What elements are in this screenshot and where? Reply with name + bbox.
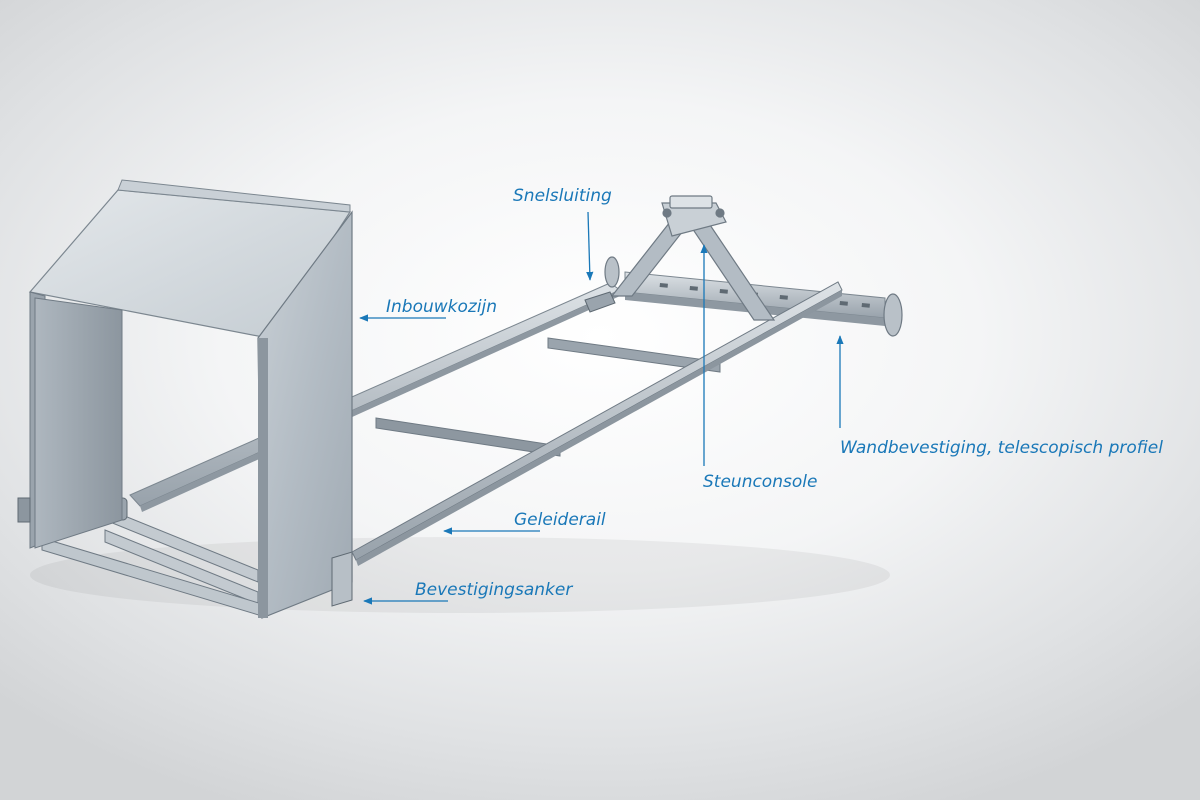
label-wandbevestiging: Wandbevestiging, telescopisch profiel xyxy=(840,438,1163,458)
label-geleiderail: Geleiderail xyxy=(514,510,606,530)
support-console xyxy=(610,195,776,321)
label-steunconsole: Steunconsole xyxy=(703,472,818,492)
cross-bars xyxy=(104,337,721,605)
label-inbouwkozijn: Inbouwkozijn xyxy=(386,297,498,317)
label-bevestigingsanker: Bevestigingsanker xyxy=(415,580,573,600)
callout-arrows xyxy=(359,211,844,605)
arrow-snelsluiting xyxy=(586,211,594,281)
label-snelsluiting: Snelsluiting xyxy=(513,186,612,206)
built-in-frame xyxy=(17,179,353,619)
quick-coupling xyxy=(584,291,616,313)
front-guide-rail xyxy=(351,281,843,566)
